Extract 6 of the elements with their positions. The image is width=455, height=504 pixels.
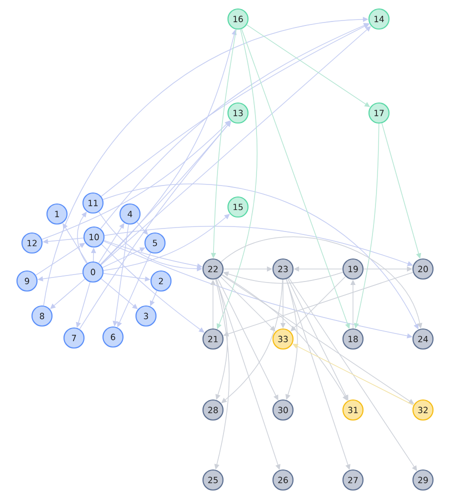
arrow bbox=[62, 223, 88, 264]
arrow bbox=[103, 273, 150, 282]
arrow bbox=[77, 212, 88, 264]
arrow bbox=[102, 184, 418, 330]
arrow bbox=[100, 278, 138, 310]
arrow bbox=[101, 244, 204, 333]
